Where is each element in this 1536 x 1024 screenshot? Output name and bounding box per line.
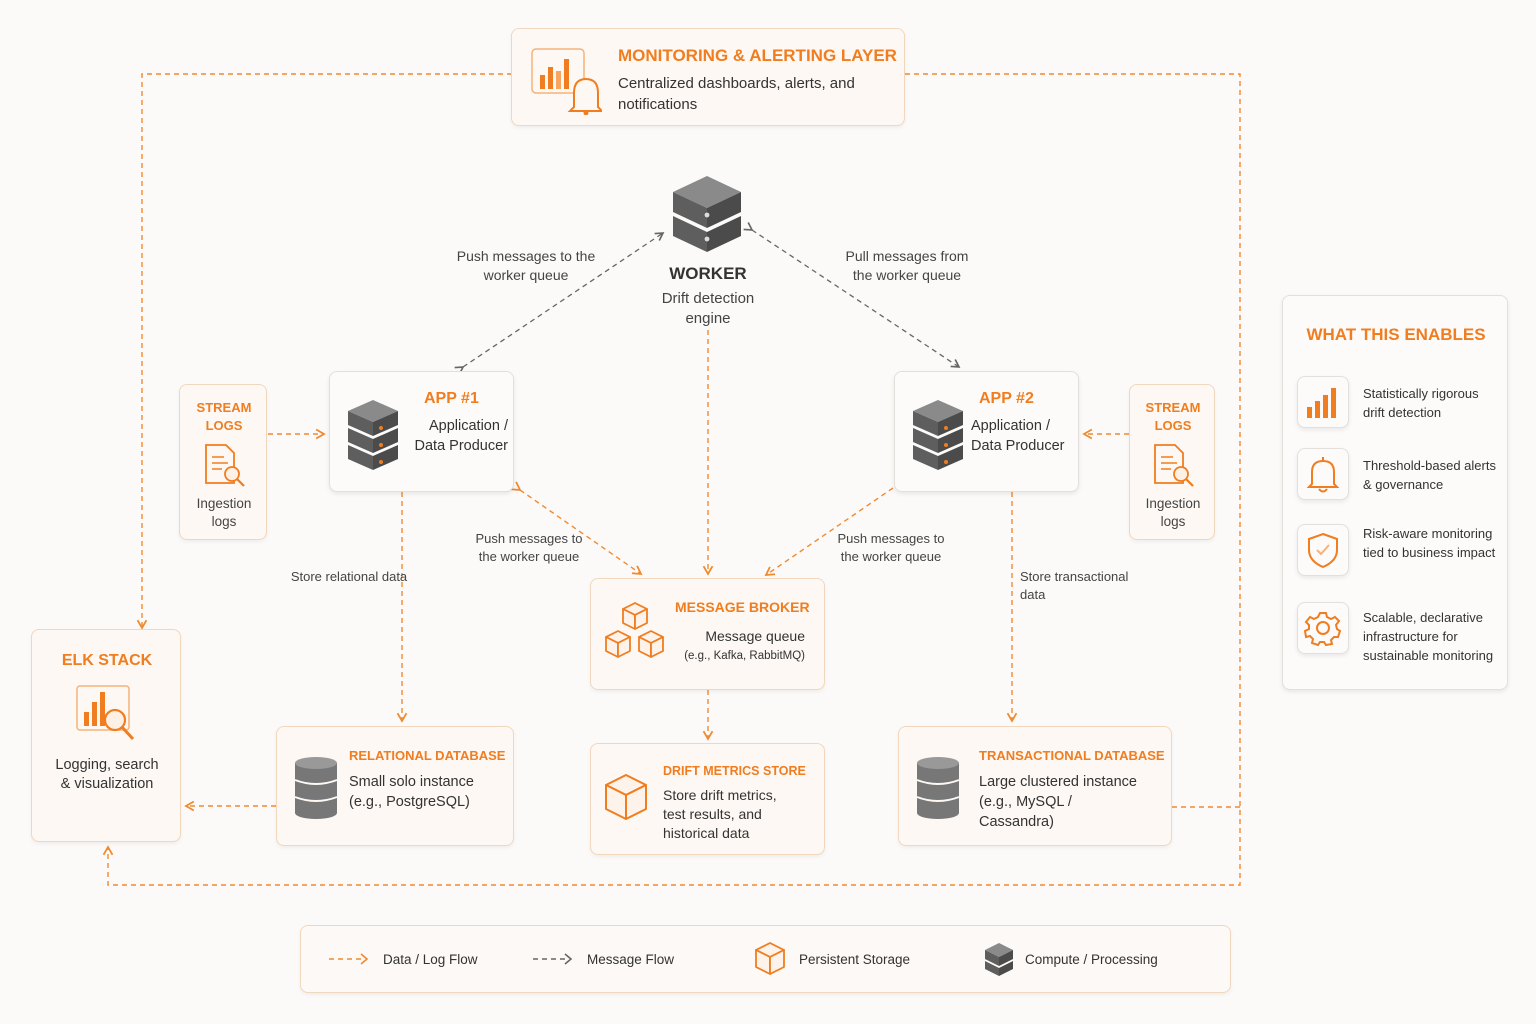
stream-logs-left-card: STREAM LOGS Ingestion logs [179,384,267,540]
app1-worker-line [454,232,665,375]
edge-label-push-worker: Push messages to the worker queue [456,248,596,283]
drift-metrics-card: DRIFT METRICS STORE Store drift metrics,… [590,743,825,855]
message-broker-sub: (e.g., Kafka, RabbitMQ) [684,650,805,662]
app2-broker-line [764,487,894,577]
enables-item-text: Scalable, declarative infrastructure for… [1363,610,1494,663]
relational-db-card: RELATIONAL DATABASE Small solo instance … [276,726,514,846]
monitoring-card: MONITORING & ALERTING LAYER Centralized … [511,28,905,126]
document-search-icon [205,444,245,487]
bar-chart-icon [1297,376,1349,428]
elk-title: ELK STACK [61,652,153,669]
drift-metrics-desc: Store drift metrics, test results, and h… [663,787,777,841]
elk-stack-card: ELK STACK Logging, search & visualizatio… [31,629,181,842]
server-stack-icon [913,400,963,470]
enables-item-text: Statistically rigorous drift detection [1363,386,1479,420]
stream-logs-left-title: STREAM LOGS [196,400,252,433]
app2-title: APP #2 [979,390,1034,407]
edge-label-push-broker-right: Push messages to the worker queue [837,531,945,564]
transactional-title: TRANSACTIONAL DATABASE [979,748,1165,763]
relational-title: RELATIONAL DATABASE [349,748,506,763]
bell-icon [1297,448,1349,500]
edge-label-store-relational: Store relational data [290,569,408,584]
cube-icon [605,774,647,820]
enables-item-text: Risk-aware monitoring tied to business i… [1363,526,1496,560]
enables-panel: WHAT THIS ENABLES Statistically rigorous… [1282,295,1508,690]
edge-label-pull-worker: Pull messages from the worker queue [845,248,969,283]
message-flow-swatch [533,953,573,965]
legend-compute: Compute / Processing [1025,952,1158,967]
legend-data-flow: Data / Log Flow [383,952,478,967]
legend-message-flow: Message Flow [587,952,675,967]
stream-logs-right-desc: Ingestion logs [1145,496,1201,529]
edge-label-store-transactional: Store transactional data [1020,569,1129,602]
app1-broker-line [510,481,643,576]
monitoring-right-loop-line [102,73,1241,886]
dashboard-bell-icon [531,48,602,115]
enables-title: WHAT THIS ENABLES [1306,325,1486,344]
app1-title: APP #1 [424,390,479,407]
server-stack-icon [348,400,398,470]
monitoring-desc: Centralized dashboards, alerts, and noti… [618,75,855,113]
legend-storage: Persistent Storage [799,952,911,967]
elk-desc: Logging, search & visualization [55,757,159,792]
worker-title: WORKER [669,264,747,283]
chart-search-icon [76,685,135,741]
stream-logs-right-title: STREAM LOGS [1145,400,1201,433]
transactional-desc: Large clustered instance (e.g., MySQL / … [979,774,1137,830]
drift-metrics-title: DRIFT METRICS STORE [663,764,806,778]
transactional-db-card: TRANSACTIONAL DATABASE Large clustered i… [898,726,1172,846]
worker-desc: Drift detection engine [661,290,755,327]
monitoring-title: MONITORING & ALERTING LAYER [618,46,897,65]
app2-desc: Application / Data Producer [971,418,1065,454]
enables-item-text: Threshold-based alerts & governance [1363,458,1496,492]
edge-label-push-broker-left: Push messages to the worker queue [475,531,583,564]
relational-desc: Small solo instance (e.g., PostgreSQL) [349,774,474,810]
database-icon [294,757,338,819]
app2-card: APP #2 Application / Data Producer [894,371,1079,492]
storage-cube-icon [755,942,785,975]
worker-server-icon [673,176,741,252]
stream-logs-right-card: STREAM LOGS Ingestion logs [1129,384,1215,540]
message-broker-desc: Message queue [705,628,805,644]
message-broker-card: MESSAGE BROKER Message queue (e.g., Kafk… [590,578,825,690]
shield-icon [1297,524,1349,576]
app1-card: APP #1 Application / Data Producer [329,371,514,492]
database-icon [916,757,960,819]
compute-server-icon [985,943,1013,976]
stream-logs-left-desc: Ingestion logs [196,496,252,529]
cubes-icon [605,602,664,658]
legend: Data / Log Flow Message Flow Persistent … [300,925,1231,993]
gear-icon [1297,602,1349,654]
message-broker-title: MESSAGE BROKER [675,599,810,615]
document-search-icon [1154,444,1194,487]
app1-desc: Application / Data Producer [414,418,509,454]
monitoring-to-elk-line [136,73,512,630]
data-flow-swatch [329,953,369,965]
